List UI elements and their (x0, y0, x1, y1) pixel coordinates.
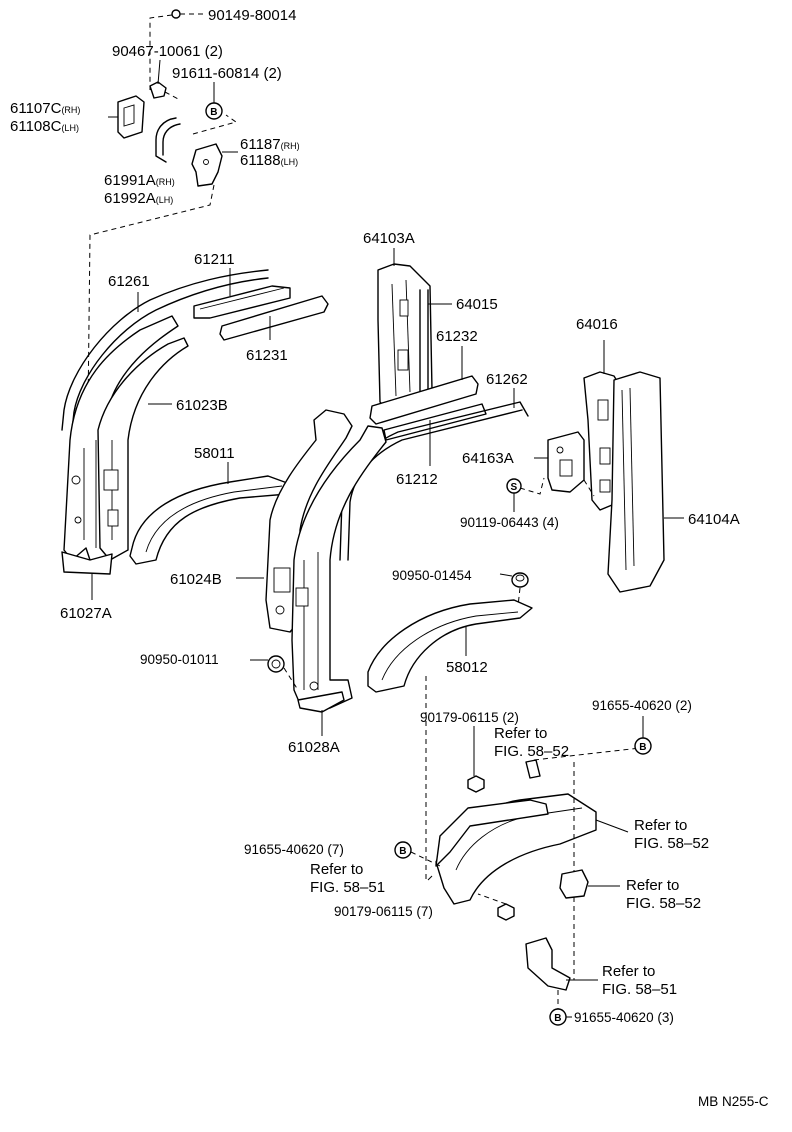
label-61024b: 61024B (170, 571, 222, 588)
diagram-code: MB N255-C (698, 1094, 769, 1109)
grommet-90950-01011 (250, 655, 299, 691)
label-61107c: 61107C(RH) (10, 100, 80, 117)
svg-text:B: B (210, 107, 217, 118)
grommet-90950-01454 (499, 572, 529, 607)
label-90179-06115-7: 90179-06115 (7) (334, 904, 433, 919)
pillar-inner-61023b (97, 337, 189, 561)
screw-90119-06443: S (506, 478, 522, 512)
label-61027a: 61027A (60, 605, 112, 622)
label-91655-40620-2: 91655-40620 (2) (592, 698, 692, 713)
rail-61212 (383, 403, 487, 466)
label-refer-to-3: Refer to (310, 861, 363, 878)
nut-90179-06115-7 (477, 893, 515, 921)
label-fig-58-51-2: FIG. 58–51 (602, 981, 677, 998)
label-90467-10061: 90467-10061 (2) (112, 43, 223, 60)
bracket-64163a (519, 431, 595, 497)
rail-61232 (369, 346, 479, 425)
clip-refer-58-52 (525, 747, 641, 779)
label-64104a: 64104A (688, 511, 740, 528)
bolt-b-91611-60814: B (205, 82, 223, 120)
label-fig-58-51-1: FIG. 58–51 (310, 879, 385, 896)
bracket-61187-61188 (87, 114, 238, 411)
label-64016: 64016 (576, 316, 618, 333)
svg-text:B: B (554, 1013, 561, 1024)
label-61231: 61231 (246, 347, 288, 364)
clip-refer-58-52-lower (559, 869, 620, 899)
label-fig-58-52-3: FIG. 58–52 (626, 895, 701, 912)
label-91655-40620-7: 91655-40620 (7) (244, 842, 344, 857)
label-fig-58-52-2: FIG. 58–52 (634, 835, 709, 852)
svg-text:B: B (639, 742, 646, 753)
strip-64015 (419, 289, 452, 397)
bolt-b-91655-40620-3: B (549, 990, 567, 1026)
label-64103a: 64103A (363, 230, 415, 247)
base-61028a (297, 691, 345, 736)
label-58012: 58012 (446, 659, 488, 676)
rail-61231 (219, 295, 329, 341)
label-58011: 58011 (194, 445, 235, 462)
label-91611-60814: 91611-60814 (2) (172, 65, 282, 82)
label-90950-01454: 90950-01454 (392, 568, 472, 583)
rail-61211 (193, 268, 291, 319)
label-61261: 61261 (108, 273, 150, 290)
bolt-b-91655-40620-2: B (634, 716, 652, 755)
label-61028a: 61028A (288, 739, 340, 756)
label-61211: 61211 (194, 251, 235, 268)
clip-90467-10061 (149, 59, 167, 99)
weatherstrip-61261 (61, 269, 269, 431)
mudguard-bracket (525, 937, 598, 991)
label-90950-01011: 90950-01011 (140, 652, 219, 667)
label-90179-06115-2: 90179-06115 (2) (420, 710, 519, 725)
label-61991a: 61991A(RH) (104, 172, 175, 189)
weatherstrip-61991a (155, 117, 181, 163)
label-refer-to-1: Refer to (494, 725, 547, 742)
bolt-b-91655-40620-7: B (394, 841, 441, 867)
label-91655-40620-3: 91655-40620 (3) (574, 1010, 674, 1025)
label-61992a: 61992A(LH) (104, 190, 173, 207)
label-64015: 64015 (456, 296, 498, 313)
bolt-90149-80014 (149, 9, 205, 90)
wheelhouse-58011 (129, 462, 291, 565)
label-61187: 61187(RH) (240, 136, 300, 153)
pillar-inner-61024b (291, 425, 387, 709)
label-90149-80014: 90149-80014 (208, 7, 296, 24)
panel-64104a (607, 371, 684, 593)
label-61262: 61262 (486, 371, 528, 388)
label-61108c: 61108C(LH) (10, 118, 79, 135)
svg-text:B: B (399, 846, 406, 857)
wheelhouse-58012 (367, 599, 533, 880)
label-refer-to-4: Refer to (626, 877, 679, 894)
base-61027a (61, 551, 113, 600)
fender-flare (435, 762, 597, 980)
label-fig-58-52-1: FIG. 58–52 (494, 743, 569, 760)
label-61023b: 61023B (176, 397, 228, 414)
garnish-61107c-61108c (108, 95, 145, 139)
label-61232: 61232 (436, 328, 478, 345)
label-refer-to-5: Refer to (602, 963, 655, 980)
label-90119-06443: 90119-06443 (4) (460, 515, 559, 530)
nut-90179-06115-2 (467, 726, 485, 793)
label-61212: 61212 (396, 471, 438, 488)
label-61188: 61188(LH) (240, 152, 298, 169)
label-64163a: 64163A (462, 450, 514, 467)
pillar-64103a (377, 248, 433, 411)
label-refer-to-2: Refer to (634, 817, 687, 834)
svg-text:S: S (511, 482, 518, 493)
